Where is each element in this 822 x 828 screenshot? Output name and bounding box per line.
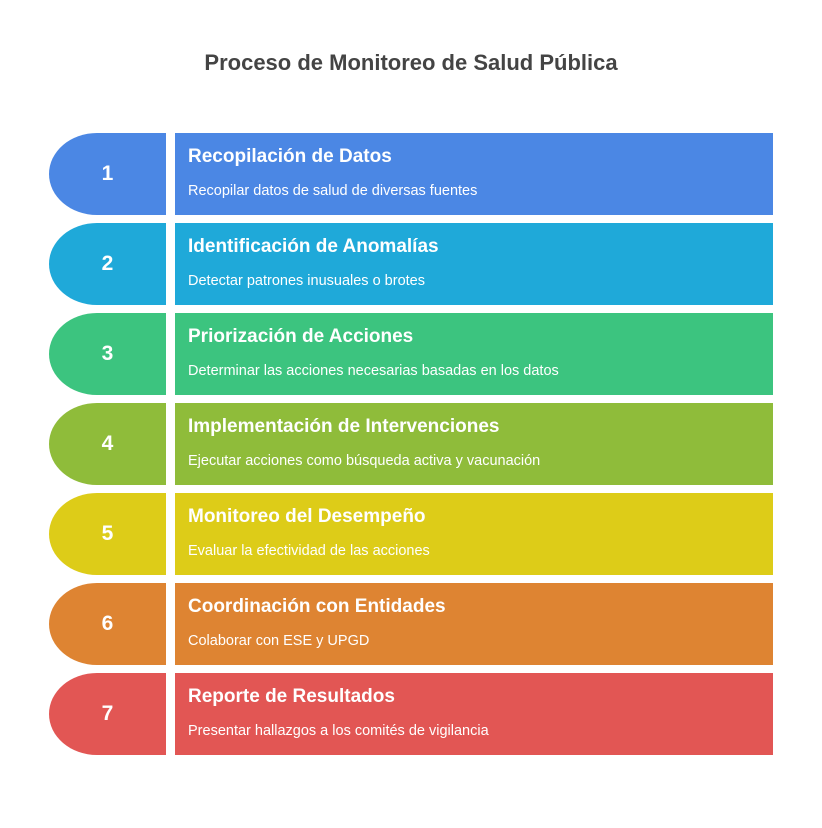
step-row: 7 Reporte de Resultados Presentar hallaz… xyxy=(49,673,773,755)
step-number-badge: 3 xyxy=(49,313,166,395)
step-box: Reporte de Resultados Presentar hallazgo… xyxy=(175,673,773,755)
step-row: 6 Coordinación con Entidades Colaborar c… xyxy=(49,583,773,665)
step-description: Detectar patrones inusuales o brotes xyxy=(188,273,425,289)
step-number-badge: 5 xyxy=(49,493,166,575)
step-number-badge: 4 xyxy=(49,403,166,485)
step-description: Colaborar con ESE y UPGD xyxy=(188,633,370,649)
step-row: 5 Monitoreo del Desempeño Evaluar la efe… xyxy=(49,493,773,575)
step-box: Priorización de Acciones Determinar las … xyxy=(175,313,773,395)
step-box: Identificación de Anomalías Detectar pat… xyxy=(175,223,773,305)
step-description: Determinar las acciones necesarias basad… xyxy=(188,363,559,379)
step-row: 4 Implementación de Intervenciones Ejecu… xyxy=(49,403,773,485)
step-box: Monitoreo del Desempeño Evaluar la efect… xyxy=(175,493,773,575)
step-title: Recopilación de Datos xyxy=(188,146,392,167)
step-title: Priorización de Acciones xyxy=(188,326,414,347)
step-title: Identificación de Anomalías xyxy=(188,236,439,257)
step-box: Coordinación con Entidades Colaborar con… xyxy=(175,583,773,665)
step-number-badge: 7 xyxy=(49,673,166,755)
step-row: 1 Recopilación de Datos Recopilar datos … xyxy=(49,133,773,215)
step-title: Reporte de Resultados xyxy=(188,686,395,707)
step-title: Monitoreo del Desempeño xyxy=(188,506,426,527)
step-description: Ejecutar acciones como búsqueda activa y… xyxy=(188,453,541,469)
step-number-badge: 1 xyxy=(49,133,166,215)
step-box: Implementación de Intervenciones Ejecuta… xyxy=(175,403,773,485)
step-row: 3 Priorización de Acciones Determinar la… xyxy=(49,313,773,395)
step-number-badge: 2 xyxy=(49,223,166,305)
step-number-badge: 6 xyxy=(49,583,166,665)
step-title: Implementación de Intervenciones xyxy=(188,416,500,437)
step-description: Recopilar datos de salud de diversas fue… xyxy=(188,183,478,199)
step-box: Recopilación de Datos Recopilar datos de… xyxy=(175,133,773,215)
step-row: 2 Identificación de Anomalías Detectar p… xyxy=(49,223,773,305)
step-title: Coordinación con Entidades xyxy=(188,596,446,617)
diagram-title: Proceso de Monitoreo de Salud Pública xyxy=(204,50,618,75)
step-description: Presentar hallazgos a los comités de vig… xyxy=(188,723,489,739)
step-description: Evaluar la efectividad de las acciones xyxy=(188,543,430,559)
